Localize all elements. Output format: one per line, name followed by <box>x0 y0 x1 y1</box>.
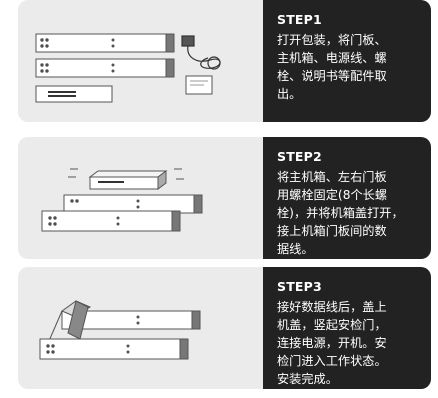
step3-illustration <box>18 267 263 389</box>
step1-text-panel: STEP1 打开包装，将门板、 主机箱、电源线、螺 栓、说明书等配件取 出。 <box>263 0 431 122</box>
host-box-icon <box>88 170 168 190</box>
manual-icon <box>185 75 213 95</box>
door-panel-icon <box>63 194 203 214</box>
door-panel-icon <box>61 310 201 330</box>
step3-title: STEP3 <box>277 279 322 294</box>
step3-description: 接好数据线后，盖上 机盖，竖起安检门， 连接电源，开机。安 检门进入工作状态。 … <box>277 300 387 386</box>
step2-title: STEP2 <box>277 149 322 164</box>
step3-text-panel: STEP3 接好数据线后，盖上 机盖，竖起安检门， 连接电源，开机。安 检门进入… <box>263 267 431 389</box>
step2-description: 将主机箱、左右门板 用螺栓固定(8个长螺 栓)，并将机箱盖打开， 接上机箱门板间… <box>277 170 404 256</box>
step1-title: STEP1 <box>277 12 322 27</box>
step2-card: STEP2 将主机箱、左右门板 用螺栓固定(8个长螺 栓)，并将机箱盖打开， 接… <box>18 137 431 259</box>
step2-text-panel: STEP2 将主机箱、左右门板 用螺栓固定(8个长螺 栓)，并将机箱盖打开， 接… <box>263 137 431 259</box>
step3-card: STEP3 接好数据线后，盖上 机盖，竖起安检门， 连接电源，开机。安 检门进入… <box>18 267 431 389</box>
host-box-icon <box>35 85 113 103</box>
step2-illustration <box>18 137 263 259</box>
step1-description: 打开包装，将门板、 主机箱、电源线、螺 栓、说明书等配件取 出。 <box>277 33 387 101</box>
door-panel-icon <box>39 338 189 360</box>
power-cable-icon <box>181 35 221 70</box>
step1-illustration <box>18 0 263 122</box>
door-panel-icon <box>35 58 175 78</box>
screw-icon <box>68 168 184 180</box>
door-panel-icon <box>41 210 181 232</box>
step1-card: STEP1 打开包装，将门板、 主机箱、电源线、螺 栓、说明书等配件取 出。 <box>18 0 431 122</box>
door-panel-icon <box>35 33 175 53</box>
